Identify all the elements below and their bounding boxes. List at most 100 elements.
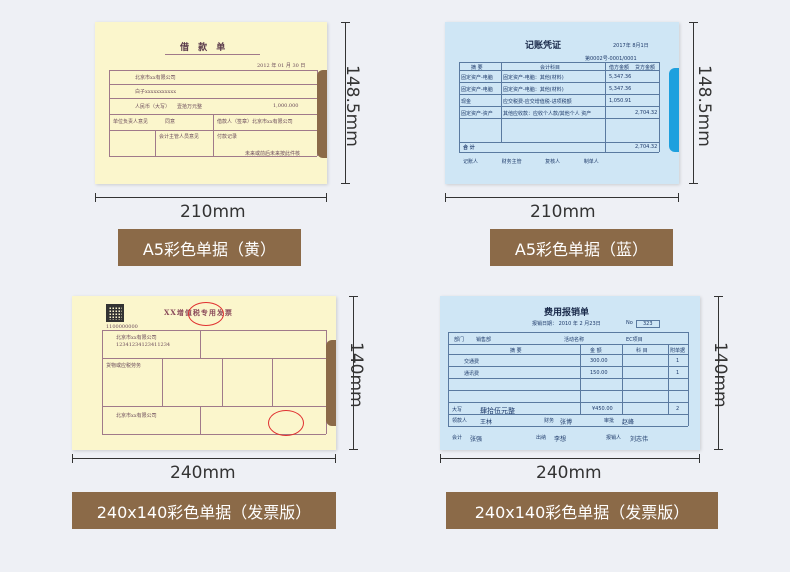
expense-date: 报销日期： 2010 年 2 月23日 [532,321,601,327]
voucher-row-account: 应交税费-应交增值税-进项税额 [503,99,572,105]
expense-total-words: 肆拾伍元整 [480,407,515,415]
voucher-col-debit: 借方金额 [609,65,630,71]
voucher-row-summary: 现金 [461,99,472,105]
loan-slip-title: 借 款 单 [180,43,229,53]
expense-accountant-label: 会计 [452,435,463,441]
height-dimension [714,296,723,450]
voucher-col-credit: 贷方金额 [635,65,656,71]
expense-applicant-label: 报销人 [606,435,622,441]
expense-item-summary: 交通费 [464,359,480,365]
invoice-seller: 北京市xx有限公司 [116,413,157,419]
loan-slip-amount-cn: 人民币（大写） [135,104,171,110]
product-caption: A5彩色单据（蓝） [490,229,673,266]
vat-invoice-form: XX增值税专用发票 1100000000 北京市xx有限公司 123412341… [72,296,336,450]
width-label: 210mm [180,202,246,222]
expense-accountant: 张强 [470,436,483,443]
voucher-col-summary: 摘 要 [471,65,483,71]
expense-cashier-label: 出纳 [536,435,547,441]
loan-slip-company: 北京市xx有限公司 [135,75,176,81]
width-label: 210mm [530,202,596,222]
expense-total-label: 大写 [452,407,463,413]
height-dimension [349,296,358,450]
product-caption: A5彩色单据（黄） [118,229,301,266]
loan-slip-amount-words: 壹拾万元整 [177,104,203,110]
height-dimension [689,22,698,184]
height-label: 140mm [346,342,366,408]
invoice-buyer: 北京市xx有限公司 [116,335,157,341]
expense-col-attach: 附单据 [670,348,686,354]
voucher-row-summary: 固定资产-电脑 [461,87,493,93]
voucher-row-summary: 固定资产-电脑 [461,75,493,81]
expense-category-label: 活动名称 [564,337,585,343]
expense-item-summary: 通讯费 [464,371,480,377]
height-dimension [341,22,350,184]
width-dimension [72,454,336,463]
height-label: 148.5mm [342,65,362,147]
width-dimension [95,193,327,202]
product-caption: 240x140彩色单据（发票版） [72,492,336,529]
expense-item-attach: 1 [676,358,680,364]
height-label: 148.5mm [694,65,714,147]
expense-category-value: EC项目 [626,337,643,343]
loan-slip-form: 借 款 单 2012 年 01 月 30 日 北京市xx有限公司 白子xxxxx… [95,22,327,184]
width-dimension [440,454,700,463]
qr-code-icon [106,304,124,322]
expense-voucher-no: 323 [636,320,660,328]
voucher-row-account: 其他应收款：应收个人款/其他个人 资产 [503,111,592,117]
loan-slip-approver: 同意 [165,119,176,125]
expense-finance-label: 财务 [544,418,555,424]
accounting-voucher-form: 记账凭证 2017年 8月1日 第0002号-0001/0001 摘 要 会计科… [445,22,679,184]
expense-item-attach: 1 [676,370,680,376]
voucher-serial: 第0002号-0001/0001 [585,56,637,62]
expense-title: 费用报销单 [544,308,590,318]
voucher-date: 2017年 8月1日 [613,43,649,49]
loan-slip-payment-label: 付款记录 [217,134,238,140]
voucher-row-account: 固定资产-电脑：其他(材料) [503,87,564,93]
seal-stamp-icon [268,410,304,436]
expense-approver-label: 审批 [604,418,615,424]
expense-approver: 赵峰 [622,419,635,426]
loan-slip-date: 2012 年 01 月 30 日 [257,63,306,69]
height-label: 140mm [710,342,730,408]
width-label: 240mm [170,463,236,483]
loan-slip-name: 白子xxxxxxxxxxx [135,89,177,95]
voucher-total-label: 合 计 [463,145,475,151]
invoice-tax-code: 12341234123411234 [116,342,171,348]
expense-cashier: 李想 [554,436,567,443]
loan-slip-approval-label: 单位负责人意见 [113,119,149,125]
voucher-title: 记账凭证 [525,41,562,51]
loan-slip-footer-note: 未来或前后未来按此件核 [245,151,301,157]
expense-col-subject: 科 目 [636,348,648,354]
expense-dept: 销售部 [476,337,492,343]
expense-payee: 王林 [480,419,493,426]
width-label: 240mm [536,463,602,483]
expense-total-num: ¥450.00 [592,406,613,412]
voucher-row-amount: 5,347.36 [609,74,632,80]
expense-item-amount: 150.00 [590,370,608,376]
voucher-signers: 记账人 财务主管 复核人 制单人 [463,159,599,165]
expense-col-summary: 摘 要 [510,348,522,354]
loan-slip-accountant-label: 会计主管人员意见 [159,134,200,140]
width-dimension [445,193,679,202]
expense-finance: 张博 [560,419,573,426]
voucher-no-label: No [626,320,633,326]
expense-dept-label: 部门 [454,337,465,343]
seal-stamp-icon [188,302,224,326]
product-caption: 240x140彩色单据（发票版） [446,492,718,529]
expense-payee-label: 领款人 [452,418,468,424]
loan-slip-amount-num: 1,000.000 [273,103,299,109]
expense-applicant: 刘志伟 [630,436,649,443]
expense-col-amount: 金 额 [590,348,602,354]
voucher-row-amount: 5,347.36 [609,86,632,92]
voucher-row-summary: 固定资产-资产 [461,111,493,117]
expense-total-attach: 2 [676,406,680,412]
voucher-col-account: 会计科目 [540,65,561,71]
voucher-row-amount: 2,704.32 [635,110,658,116]
expense-report-form: 费用报销单 报销日期： 2010 年 2 月23日 No 323 部门 销售部 … [440,296,700,450]
invoice-code: 1100000000 [106,324,138,330]
voucher-row-amount: 1,050.91 [609,98,632,104]
voucher-total-amount: 2,704.32 [635,144,658,150]
voucher-row-account: 固定资产-电脑：其他(材料) [503,75,564,81]
expense-item-amount: 300.00 [590,358,608,364]
loan-slip-borrower: 借款人（签章）北京市xx有限公司 [217,119,293,125]
